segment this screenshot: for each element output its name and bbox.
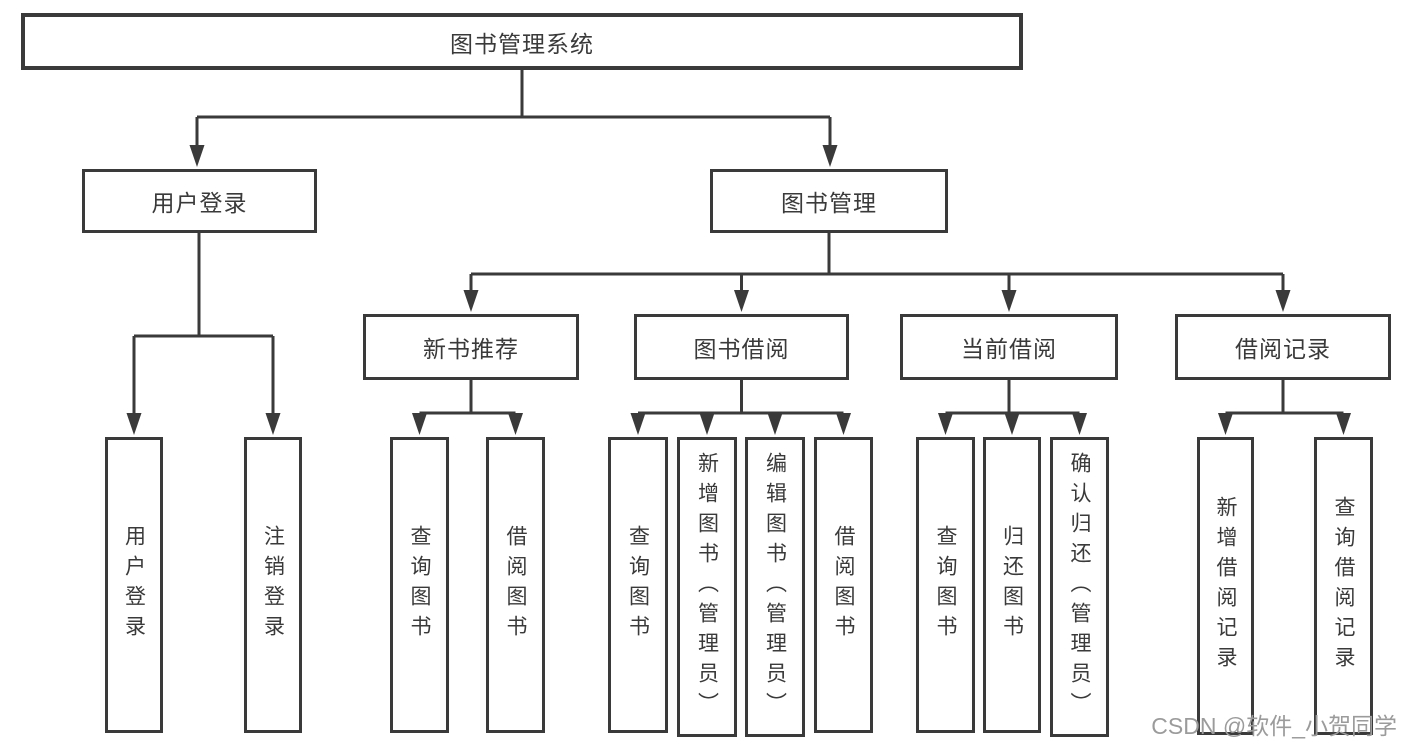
node-current-borrow: 当前借阅 — [900, 314, 1118, 380]
node-new-book-recommend: 新书推荐 — [363, 314, 579, 380]
node-user-login: 用户登录 — [82, 169, 317, 233]
node-label: 借阅图书 — [504, 525, 527, 645]
node-label: 注销登录 — [261, 525, 285, 645]
node-book-management: 图书管理 — [710, 169, 948, 233]
leaf-confirm-return-admin: 确认归还（管理员） — [1050, 437, 1109, 737]
node-label: 归还图书 — [1000, 525, 1024, 645]
watermark: CSDN @软件_小贺同学 — [1151, 713, 1397, 739]
node-label: 图书借阅 — [693, 336, 790, 362]
node-borrow-records: 借阅记录 — [1175, 314, 1391, 380]
node-label: 借阅图书 — [832, 525, 855, 645]
node-label: 查询图书 — [626, 525, 650, 645]
node-book-borrow: 图书借阅 — [634, 314, 849, 380]
leaf-logout: 注销登录 — [244, 437, 302, 733]
leaf-borrow-books: 借阅图书 — [814, 437, 873, 733]
node-label: 借阅记录 — [1235, 336, 1331, 362]
leaf-edit-books-admin: 编辑图书（管理员） — [745, 437, 805, 737]
leaf-return-books: 归还图书 — [983, 437, 1041, 733]
leaf-query-books-current: 查询图书 — [916, 437, 975, 733]
node-label: 确认归还（管理员） — [1068, 452, 1091, 722]
leaf-query-books-recommend: 查询图书 — [390, 437, 449, 733]
node-label: 查询借阅记录 — [1332, 496, 1355, 676]
node-label: 编辑图书（管理员） — [763, 452, 787, 722]
node-label: 当前借阅 — [961, 336, 1057, 362]
leaf-borrow-books-recommend: 借阅图书 — [486, 437, 545, 733]
node-label: 新增图书（管理员） — [695, 452, 719, 722]
node-root-system: 图书管理系统 — [21, 13, 1023, 70]
leaf-query-borrow-record: 查询借阅记录 — [1314, 437, 1373, 735]
node-label: 查询图书 — [934, 525, 957, 645]
node-label: 图书管理系统 — [450, 30, 594, 57]
node-label: 查询图书 — [408, 525, 431, 645]
leaf-add-borrow-record: 新增借阅记录 — [1197, 437, 1254, 735]
leaf-add-books-admin: 新增图书（管理员） — [677, 437, 737, 737]
node-label: 用户登录 — [151, 190, 248, 216]
node-label: 新书推荐 — [423, 336, 519, 362]
node-label: 图书管理 — [781, 190, 877, 216]
leaf-user-login: 用户登录 — [105, 437, 163, 733]
node-label: 新增借阅记录 — [1214, 496, 1237, 676]
leaf-query-books-borrow: 查询图书 — [608, 437, 668, 733]
node-label: 用户登录 — [122, 525, 146, 645]
